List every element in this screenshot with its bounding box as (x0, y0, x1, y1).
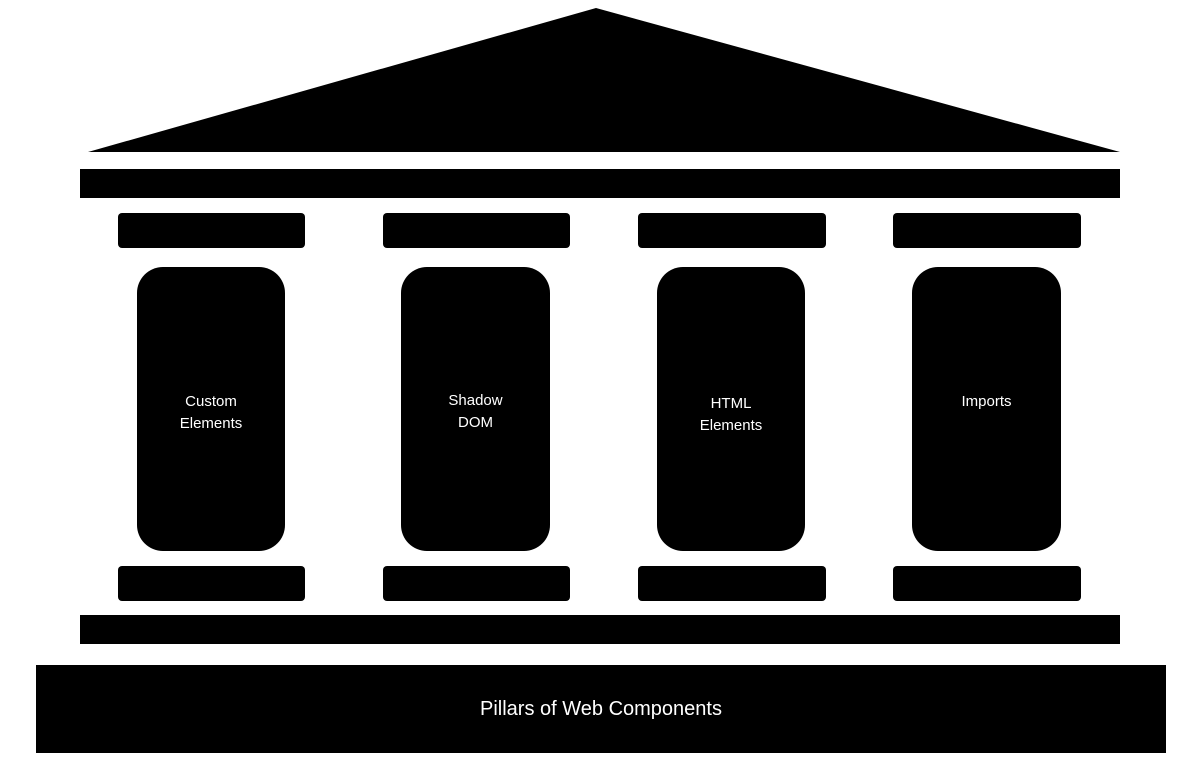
pillar-label: Shadow DOM (448, 392, 503, 431)
pillar-imports: Imports (912, 267, 1061, 551)
pillar-base-4 (893, 566, 1081, 601)
pillar-capital-1 (118, 213, 305, 248)
stylobate-step (80, 615, 1120, 644)
pillar-shadow-dom: Shadow DOM (401, 267, 550, 551)
pillar-base-1 (118, 566, 305, 601)
pillar-base-2 (383, 566, 570, 601)
pillar-custom-elements: Custom Elements (137, 267, 285, 551)
entablature-beam (80, 169, 1120, 198)
pillar-capital-2 (383, 213, 570, 248)
roof-pediment (88, 8, 1120, 152)
foundation-base: Pillars of Web Components (36, 665, 1166, 753)
pillar-capital-3 (638, 213, 826, 248)
pillar-label: HTML Elements (699, 395, 763, 434)
pillar-base-3 (638, 566, 826, 601)
pillar-label: Imports (961, 393, 1012, 410)
pillar-label: Custom Elements (179, 393, 243, 432)
roof-triangle (88, 8, 1120, 152)
pillar-html-elements: HTML Elements (657, 267, 805, 551)
pillar-capital-4 (893, 213, 1081, 248)
foundation-title: Pillars of Web Components (480, 698, 722, 720)
